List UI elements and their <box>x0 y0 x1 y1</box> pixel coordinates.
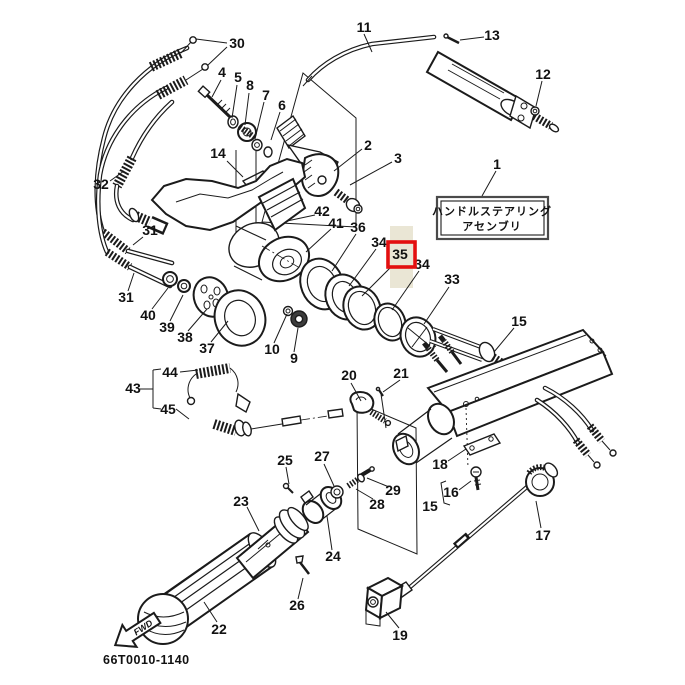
steering-bracket-drawing <box>150 157 310 283</box>
part-number-label-30: 20 <box>341 367 357 383</box>
throttle-grip-drawing <box>137 466 375 645</box>
diagram-part-code: 66T0010-1140 <box>103 653 190 667</box>
part-number-label-41: 27 <box>314 448 330 464</box>
part-number-label-25: 38 <box>177 329 193 345</box>
part-number-label-11: 14 <box>210 145 226 161</box>
part-number-label-10: 3 <box>394 150 402 166</box>
part-number-label-46: 17 <box>535 527 551 543</box>
assembly-label-line2: アセンブリ <box>462 219 521 233</box>
part-number-label-26: 37 <box>199 340 215 356</box>
part-number-label-38: 29 <box>385 482 401 498</box>
part-number-label-5: 6 <box>278 97 286 113</box>
tiller-housing-drawing <box>392 328 617 469</box>
mount-plate-and-screw-drawing <box>462 433 502 491</box>
part-number-label-35: 18 <box>432 456 448 472</box>
steering-washer-stack-drawing <box>261 245 517 376</box>
part-number-label-3: 8 <box>246 77 254 93</box>
bolt-and-washers-drawing <box>197 85 273 158</box>
part-number-label-21: 31 <box>142 222 158 238</box>
part-number-label-17: 34 <box>371 234 387 250</box>
part-number-label-23: 40 <box>140 307 156 323</box>
part-number-label-16: 36 <box>350 219 366 235</box>
part-number-label-9: 2 <box>364 137 372 153</box>
leader-lines <box>109 33 543 629</box>
part-number-label-33: 43 <box>125 380 141 396</box>
part-number-label-8: 12 <box>535 66 551 82</box>
part-number-label-32: 44 <box>162 364 178 380</box>
assembly-label-line1: ハンドルステアリング <box>432 204 552 218</box>
part-number-label-4: 7 <box>262 87 270 103</box>
assembly-label-box: ハンドルステアリング アセンブリ <box>432 195 552 241</box>
part-number-label-13: 32 <box>93 176 109 192</box>
part-number-label-37: 15 <box>422 498 438 514</box>
part-number-label-7: 13 <box>484 27 500 43</box>
highlighted-part-box <box>386 240 417 269</box>
part-number-label-42: 23 <box>233 493 249 509</box>
part-number-label-29: 15 <box>511 313 527 329</box>
part-number-label-12: 1 <box>493 156 501 172</box>
part-number-label-28: 9 <box>290 350 298 366</box>
part-number-label-2: 5 <box>234 69 242 85</box>
part-number-label-45: 22 <box>211 621 227 637</box>
part-number-label-19: 34 <box>414 256 430 272</box>
lanyard-stop-switch-drawing <box>186 363 392 437</box>
tilt-rod-drawing <box>302 33 560 133</box>
part-number-label-43: 24 <box>325 548 341 564</box>
part-number-label-47: 19 <box>392 627 408 643</box>
part-number-label-14: 42 <box>314 203 330 219</box>
part-number-label-36: 16 <box>443 484 459 500</box>
part-number-label-6: 11 <box>357 19 372 35</box>
part-number-label-20: 33 <box>444 271 460 287</box>
part-number-label-15: 41 <box>328 215 344 231</box>
friction-shaft-drawing <box>364 462 559 627</box>
part-number-label-24: 39 <box>159 319 175 335</box>
part-number-label-34: 45 <box>160 401 176 417</box>
throttle-lever-drawing <box>276 114 363 214</box>
part-number-label-22: 31 <box>118 289 134 305</box>
part-number-label-1: 4 <box>218 64 226 80</box>
throttle-cables-drawing <box>94 36 209 289</box>
part-number-label-18: 35 <box>392 246 408 262</box>
part-number-label-27: 10 <box>264 341 280 357</box>
part-number-label-44: 26 <box>289 597 305 613</box>
part-number-label-39: 28 <box>369 496 385 512</box>
part-number-label-0: 30 <box>229 35 245 51</box>
part-number-label-31: 21 <box>393 365 409 381</box>
part-number-label-40: 25 <box>277 452 293 468</box>
